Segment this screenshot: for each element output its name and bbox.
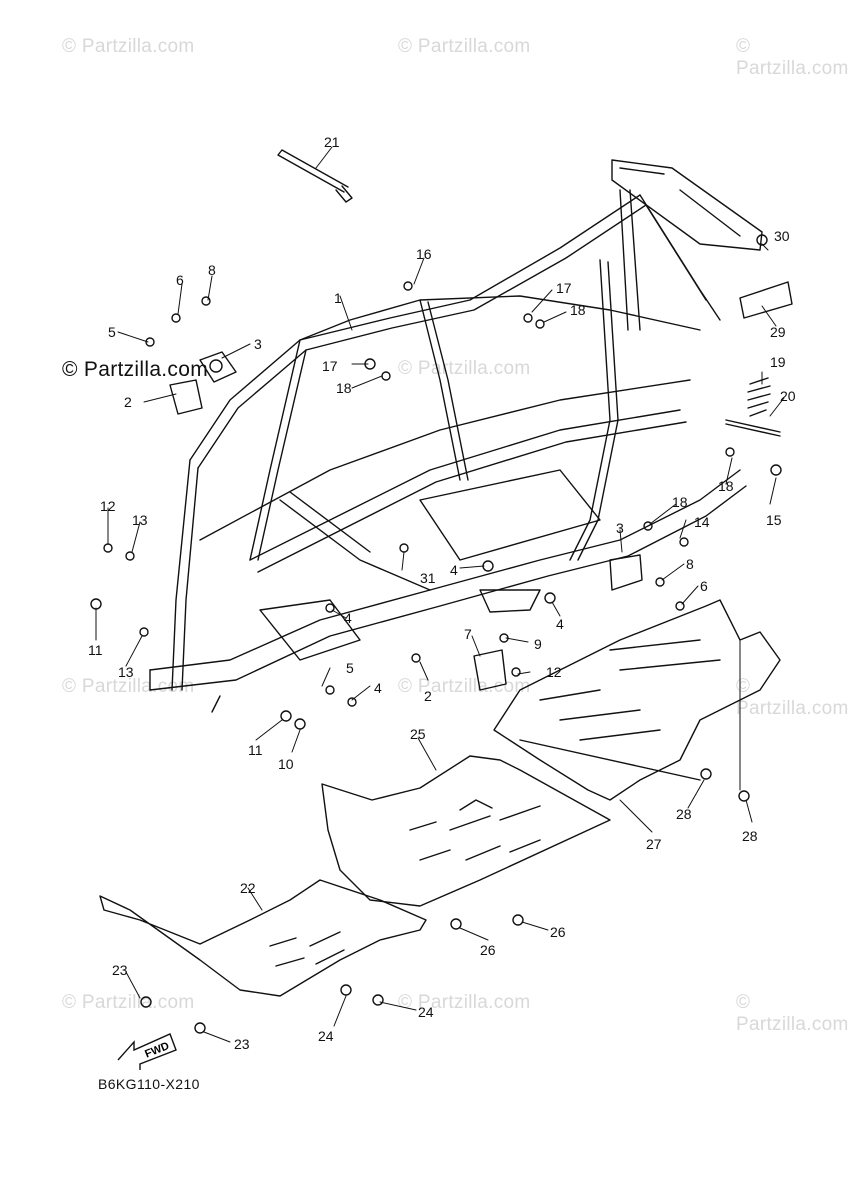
callout-4: 4	[374, 680, 382, 696]
callout-3: 3	[254, 336, 262, 352]
callout-19: 19	[770, 354, 786, 370]
fasteners	[90, 234, 782, 1034]
callout-22: 22	[240, 880, 256, 896]
callout-8: 8	[686, 556, 694, 572]
callout-12: 12	[100, 498, 116, 514]
callout-11: 11	[88, 642, 103, 658]
callout-14: 14	[694, 514, 710, 530]
callout-18: 18	[336, 380, 352, 396]
leader-lines	[95, 146, 785, 1043]
callout-25: 25	[410, 726, 426, 742]
callout-18: 18	[570, 302, 586, 318]
watermark: © Partzilla.com	[398, 358, 531, 379]
callout-18: 18	[718, 478, 734, 494]
callout-2: 2	[124, 394, 132, 410]
pin-21	[277, 149, 353, 203]
callout-30: 30	[774, 228, 790, 244]
diagram-code: B6KG110-X210	[98, 1076, 200, 1092]
callout-6: 6	[700, 578, 708, 594]
callout-24: 24	[418, 1004, 434, 1020]
watermark: © Partzilla.com	[62, 36, 195, 57]
main-frame	[149, 159, 793, 713]
callout-16: 16	[416, 246, 432, 262]
callout-1: 1	[334, 290, 342, 306]
skid-plate-27	[493, 599, 781, 801]
callout-12: 12	[546, 664, 562, 680]
callout-21: 21	[324, 134, 340, 150]
callout-2: 2	[424, 688, 432, 704]
callout-23: 23	[234, 1036, 250, 1052]
callout-13: 13	[118, 664, 134, 680]
callout-5: 5	[108, 324, 116, 340]
callout-23: 23	[112, 962, 128, 978]
callout-11: 11	[248, 742, 263, 758]
callout-28: 28	[676, 806, 692, 822]
callout-4: 4	[450, 562, 458, 578]
callout-31: 31	[420, 570, 436, 586]
callout-15: 15	[766, 512, 782, 528]
callout-4: 4	[556, 616, 564, 632]
watermark: © Partzilla.com	[398, 992, 531, 1013]
callout-29: 29	[770, 324, 786, 340]
callout-6: 6	[176, 272, 184, 288]
callout-17: 17	[322, 358, 338, 374]
skid-plate-25	[321, 755, 611, 907]
callout-18: 18	[672, 494, 688, 510]
callout-3: 3	[616, 520, 624, 536]
callout-28: 28	[742, 828, 758, 844]
callout-7: 7	[464, 626, 472, 642]
watermark: © Partzilla.com	[62, 992, 195, 1013]
callout-24: 24	[318, 1028, 334, 1044]
skid-plate-22	[99, 879, 427, 997]
callout-4: 4	[344, 610, 352, 626]
callout-8: 8	[208, 262, 216, 278]
watermark: © Partzilla.com	[62, 358, 209, 381]
callout-10: 10	[278, 756, 294, 772]
watermark: © Partzilla.com	[398, 36, 531, 57]
callout-17: 17	[556, 280, 572, 296]
callout-26: 26	[480, 942, 496, 958]
watermark: © Partzilla.com	[736, 36, 848, 79]
watermark: © Partzilla.com	[736, 992, 848, 1035]
callout-5: 5	[346, 660, 354, 676]
callout-9: 9	[534, 636, 542, 652]
fwd-arrow-icon: FWD	[117, 1033, 177, 1070]
watermark: © Partzilla.com	[398, 676, 531, 697]
callout-27: 27	[646, 836, 662, 852]
callout-26: 26	[550, 924, 566, 940]
callout-13: 13	[132, 512, 148, 528]
callout-20: 20	[780, 388, 796, 404]
watermark: © Partzilla.com	[62, 676, 195, 697]
